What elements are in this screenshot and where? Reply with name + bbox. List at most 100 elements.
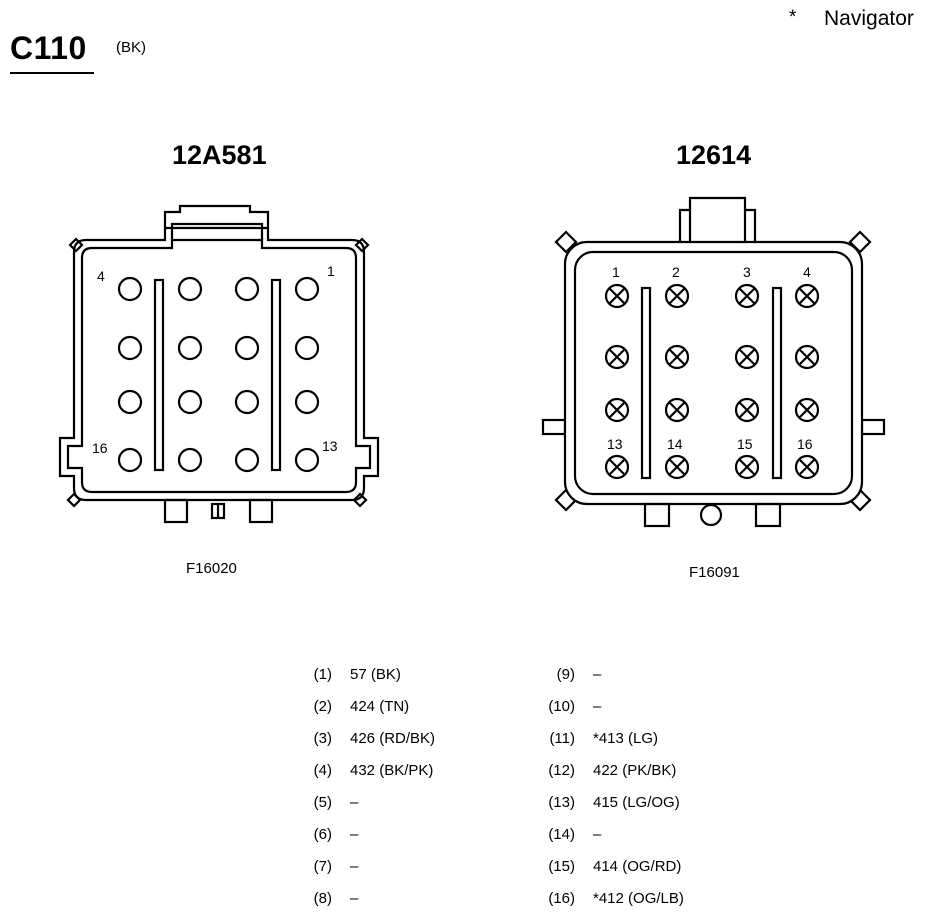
pin-cavity (234, 447, 260, 473)
right-pin-label-1: 1 (612, 264, 620, 280)
pin-circuit: – (350, 858, 359, 875)
right-pin-label-13: 13 (607, 436, 623, 452)
crossed-pin (794, 344, 820, 370)
right-separator-bar (640, 286, 652, 480)
crossed-pin (604, 454, 630, 480)
crossed-pin (664, 454, 690, 480)
right-corner-diamond (554, 230, 578, 254)
pin-circuit: *412 (OG/LB) (593, 890, 684, 907)
connector-id: C110 (10, 30, 87, 66)
pin-cavity (117, 276, 143, 302)
pin-cavity (294, 389, 320, 415)
left-pin-label-1: 1 (327, 263, 335, 279)
pin-circuit: – (593, 698, 602, 715)
pin-circuit: – (350, 890, 359, 907)
right-separator-bar (771, 286, 783, 480)
pin-cavity (294, 335, 320, 361)
pin-number: (1) (313, 666, 332, 683)
pin-number: (9) (556, 666, 575, 683)
pin-circuit: 57 (BK) (350, 666, 401, 683)
pin-number: (10) (548, 698, 575, 715)
right-connector-housing (563, 240, 864, 506)
left-pin-label-4: 4 (97, 268, 105, 284)
pin-number: (5) (313, 794, 332, 811)
pin-circuit: 415 (LG/OG) (593, 794, 680, 811)
right-bottom-tab (643, 502, 671, 528)
pin-number: (6) (313, 826, 332, 843)
left-corner-diamond (66, 492, 82, 508)
right-pin-label-16: 16 (797, 436, 813, 452)
pin-circuit: – (593, 666, 602, 683)
pin-cavity (234, 389, 260, 415)
crossed-pin (664, 283, 690, 309)
legend-symbol: * (789, 7, 797, 28)
pin-number: (13) (548, 794, 575, 811)
pin-circuit: – (350, 826, 359, 843)
left-separator-bar (153, 278, 165, 472)
pin-number: (15) (548, 858, 575, 875)
pin-cavity (117, 389, 143, 415)
right-connector-drawing (541, 196, 886, 528)
right-side-tab (860, 418, 886, 436)
right-connector-inner-outline (573, 250, 854, 496)
right-pin-label-4: 4 (803, 264, 811, 280)
left-bottom-tab (163, 498, 189, 524)
crossed-pin (734, 283, 760, 309)
left-connector-part-number: 12A581 (172, 140, 267, 170)
right-figure-number: F16091 (689, 564, 740, 581)
crossed-pin (664, 344, 690, 370)
pin-cavity (117, 447, 143, 473)
crossed-pin (734, 344, 760, 370)
pin-circuit: 432 (BK/PK) (350, 762, 434, 779)
pin-cavity (177, 447, 203, 473)
left-figure-number: F16020 (186, 560, 237, 577)
left-connector-latch (163, 204, 270, 228)
pin-cavity (177, 335, 203, 361)
crossed-pin (604, 344, 630, 370)
pin-number: (8) (313, 890, 332, 907)
right-bottom-key (699, 503, 723, 527)
left-pin-label-13: 13 (322, 438, 338, 454)
pin-number: (16) (548, 890, 575, 907)
pin-circuit: – (593, 826, 602, 843)
pin-circuit: 422 (PK/BK) (593, 762, 677, 779)
crossed-pin (604, 283, 630, 309)
right-bottom-tab (754, 502, 782, 528)
right-pin-label-3: 3 (743, 264, 751, 280)
left-corner-diamond (68, 237, 84, 253)
left-corner-diamond (354, 237, 370, 253)
pin-cavity (294, 276, 320, 302)
right-pin-label-2: 2 (672, 264, 680, 280)
left-pin-label-16: 16 (92, 440, 108, 456)
pin-number: (12) (548, 762, 575, 779)
left-connector-drawing (58, 204, 380, 524)
pin-number: (7) (313, 858, 332, 875)
pin-circuit: – (350, 794, 359, 811)
pin-cavity (234, 276, 260, 302)
pin-cavity (234, 335, 260, 361)
right-pin-label-15: 15 (737, 436, 753, 452)
right-connector-latch (678, 196, 757, 242)
pin-number: (11) (549, 730, 575, 747)
right-connector-part-number: 12614 (676, 140, 752, 170)
crossed-pin (794, 397, 820, 423)
left-connector-inner-outline (66, 238, 372, 494)
crossed-pin (734, 454, 760, 480)
crossed-pin (664, 397, 690, 423)
left-bottom-tab (248, 498, 274, 524)
connector-id-underline (10, 72, 94, 74)
left-corner-diamond (352, 492, 368, 508)
pin-circuit: 424 (TN) (350, 698, 410, 715)
pin-cavity (177, 276, 203, 302)
right-side-tab (541, 418, 567, 436)
pin-cavity (117, 335, 143, 361)
pin-circuit: *413 (LG) (593, 730, 659, 747)
pin-cavity (177, 389, 203, 415)
pin-number: (14) (548, 826, 575, 843)
legend-text: Navigator (824, 7, 914, 30)
right-pin-label-14: 14 (667, 436, 683, 452)
crossed-pin (794, 283, 820, 309)
crossed-pin (604, 397, 630, 423)
pin-circuit: 426 (RD/BK) (350, 730, 436, 747)
